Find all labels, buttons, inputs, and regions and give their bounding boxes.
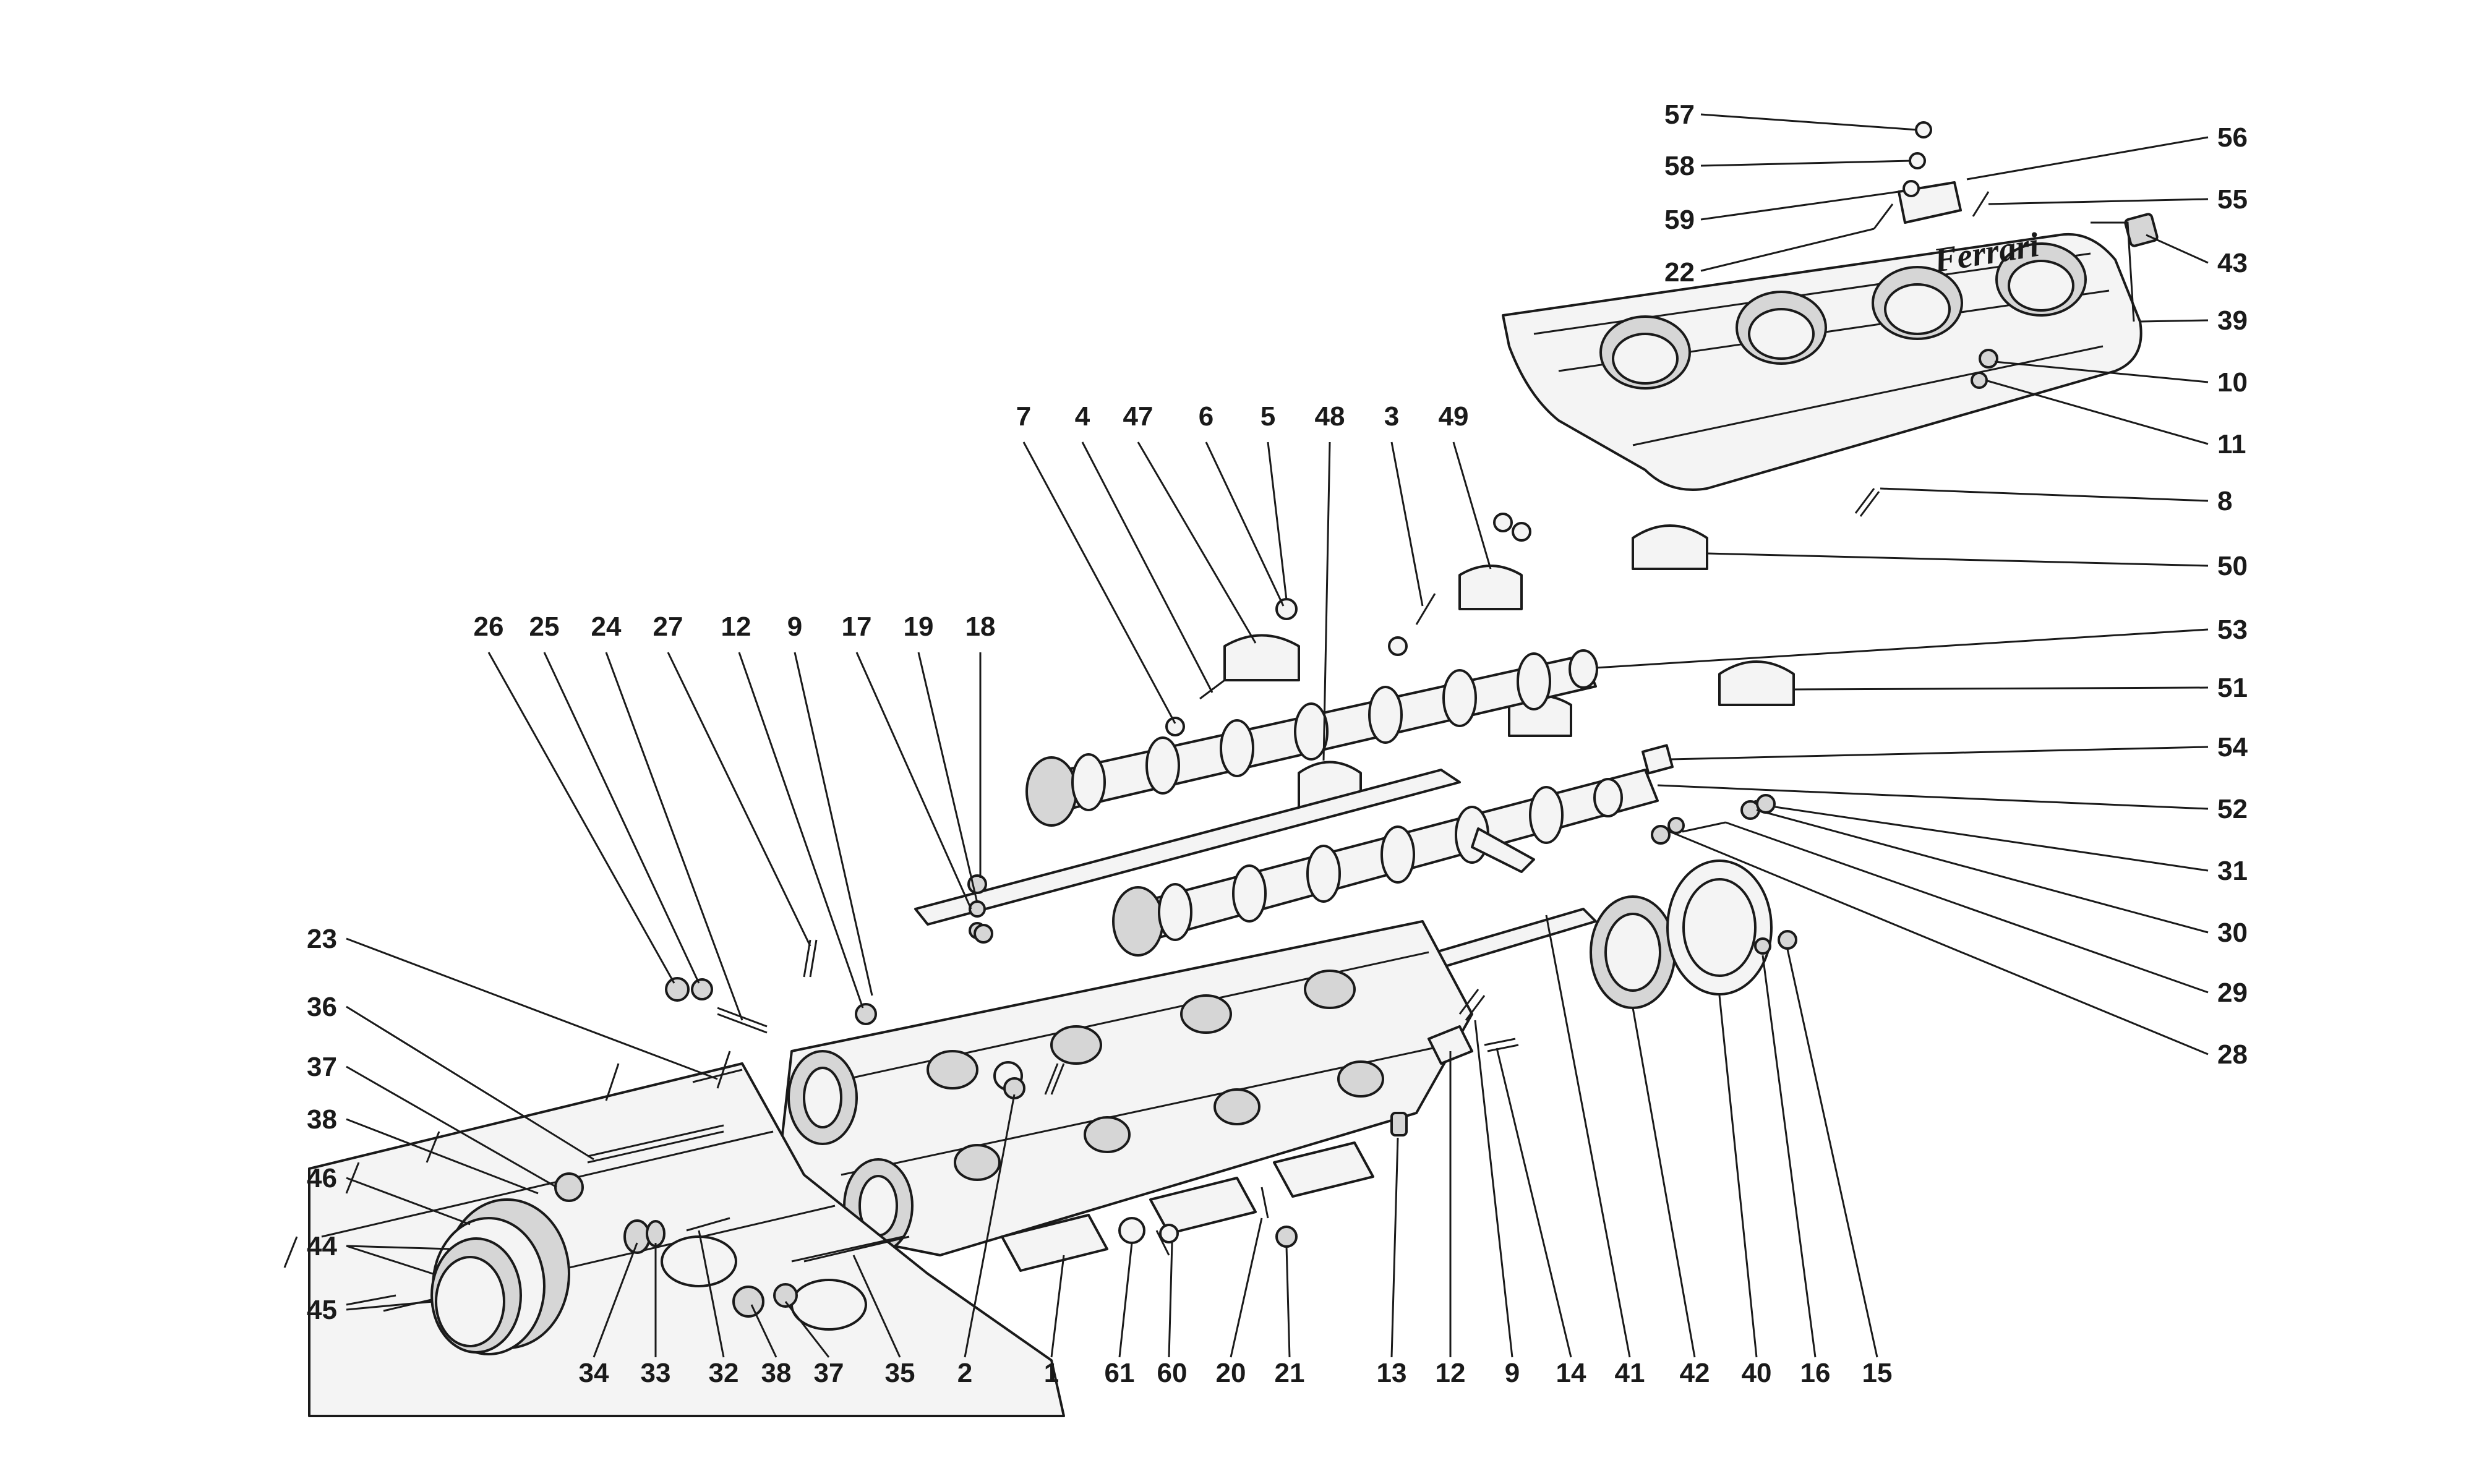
callout-14: 14 xyxy=(1556,1358,1586,1388)
callout-15: 15 xyxy=(1862,1358,1893,1388)
callout-38-left: 38 xyxy=(307,1104,337,1135)
callout-26: 26 xyxy=(474,612,504,642)
callout-33: 33 xyxy=(641,1358,671,1388)
callout-31: 31 xyxy=(2217,856,2248,886)
callout-20: 20 xyxy=(1216,1358,1246,1388)
callout-21: 21 xyxy=(1275,1358,1305,1388)
callout-39: 39 xyxy=(2217,305,2248,336)
callout-38-bottom: 38 xyxy=(761,1358,792,1388)
callout-23: 23 xyxy=(307,924,337,954)
callout-labels: 57 58 59 22 56 55 43 39 10 11 8 50 53 51… xyxy=(307,100,2248,1388)
callout-9-lower: 9 xyxy=(1505,1358,1520,1388)
callout-49: 49 xyxy=(1439,401,1469,432)
callout-13: 13 xyxy=(1377,1358,1407,1388)
callout-60: 60 xyxy=(1157,1358,1188,1388)
callout-28: 28 xyxy=(2217,1039,2248,1070)
callout-51: 51 xyxy=(2217,673,2248,703)
callout-34: 34 xyxy=(579,1358,609,1388)
callout-22: 22 xyxy=(1664,257,1695,288)
callout-27: 27 xyxy=(653,612,683,642)
callout-8: 8 xyxy=(2217,486,2232,516)
callout-18: 18 xyxy=(965,612,996,642)
cylinder-head xyxy=(778,920,1473,1272)
bearing-caps xyxy=(1165,513,1795,808)
callout-16: 16 xyxy=(1800,1358,1831,1388)
callout-50: 50 xyxy=(2217,551,2248,581)
callout-42: 42 xyxy=(1680,1358,1710,1388)
callout-10: 10 xyxy=(2217,367,2248,398)
callout-4: 4 xyxy=(1075,401,1090,432)
callout-41: 41 xyxy=(1615,1358,1645,1388)
callout-54: 54 xyxy=(2217,732,2248,762)
leader-lines xyxy=(346,113,2209,1358)
callout-59: 59 xyxy=(1664,205,1695,235)
callout-1: 1 xyxy=(1044,1358,1059,1388)
callout-30: 30 xyxy=(2217,918,2248,948)
callout-5: 5 xyxy=(1261,401,1275,432)
callout-17: 17 xyxy=(842,612,872,642)
callout-37-left: 37 xyxy=(307,1052,337,1082)
callout-24: 24 xyxy=(591,612,622,642)
callout-61: 61 xyxy=(1105,1358,1135,1388)
callout-47: 47 xyxy=(1123,401,1154,432)
callout-45: 45 xyxy=(307,1295,337,1325)
callout-57: 57 xyxy=(1664,100,1695,130)
callout-19: 19 xyxy=(904,612,934,642)
valve-cover: Ferrari xyxy=(1502,121,2159,517)
callout-29: 29 xyxy=(2217,978,2248,1008)
callout-3: 3 xyxy=(1384,401,1399,432)
callout-40: 40 xyxy=(1742,1358,1772,1388)
callout-32: 32 xyxy=(709,1358,739,1388)
studs-and-nuts xyxy=(587,924,1519,1263)
callout-36: 36 xyxy=(307,992,337,1022)
callout-12-upper: 12 xyxy=(721,612,751,642)
callout-12-lower: 12 xyxy=(1436,1358,1466,1388)
callout-52: 52 xyxy=(2217,794,2248,824)
callout-43: 43 xyxy=(2217,248,2248,278)
callout-9-upper: 9 xyxy=(787,612,802,642)
callout-44: 44 xyxy=(307,1231,337,1261)
callout-2: 2 xyxy=(957,1358,972,1388)
callout-35: 35 xyxy=(885,1358,915,1388)
callout-37-bottom: 37 xyxy=(814,1358,844,1388)
callout-56: 56 xyxy=(2217,122,2248,153)
callout-46: 46 xyxy=(307,1163,337,1193)
callout-7: 7 xyxy=(1016,401,1031,432)
callout-6: 6 xyxy=(1199,401,1213,432)
callout-58: 58 xyxy=(1664,151,1695,181)
callout-11: 11 xyxy=(2217,429,2246,459)
timing-rings xyxy=(1590,794,1797,1009)
callout-55: 55 xyxy=(2217,184,2248,215)
callout-25: 25 xyxy=(529,612,560,642)
callout-53: 53 xyxy=(2217,615,2248,645)
callout-48: 48 xyxy=(1315,401,1345,432)
camshaft-seal-assembly xyxy=(430,1172,798,1355)
